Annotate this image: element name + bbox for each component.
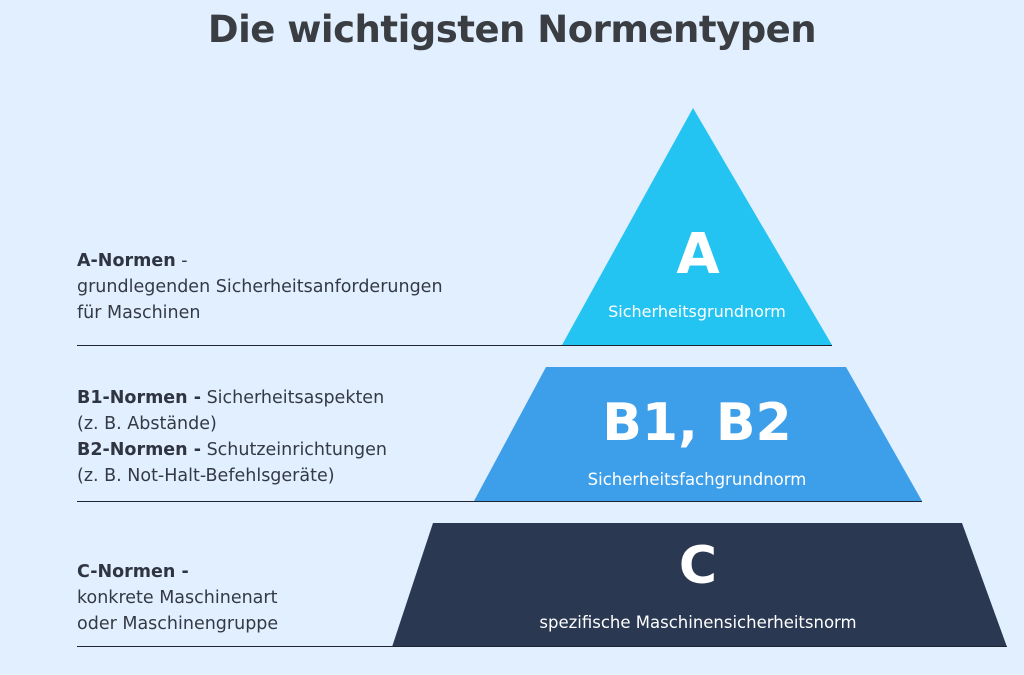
tier-c-shape: [392, 523, 1007, 647]
desc-a-line-1: grundlegenden Sicherheitsanforderungen: [77, 277, 443, 297]
desc-c-heading-line: C-Normen -: [77, 559, 278, 585]
desc-c-heading: C-Normen -: [77, 562, 189, 582]
desc-b1-line-1: B1-Normen - Sicherheitsaspekten: [77, 385, 387, 411]
rule-b: [77, 501, 922, 502]
desc-b1-heading: B1-Normen -: [77, 388, 201, 408]
desc-a: A-Normen - grundlegenden Sicherheitsanfo…: [77, 248, 443, 326]
tier-a-shape: [562, 108, 832, 345]
desc-c-line-2: oder Maschinengruppe: [77, 614, 279, 634]
tier-b-subtitle: Sicherheitsfachgrundnorm: [587, 470, 807, 489]
tier-c-letter: C: [678, 536, 718, 596]
desc-a-heading-suffix: -: [175, 251, 188, 271]
rule-a: [77, 345, 832, 346]
desc-b: B1-Normen - Sicherheitsaspekten (z. B. A…: [77, 385, 387, 489]
tier-c-subtitle: spezifische Maschinensicherheitsnorm: [539, 613, 857, 632]
desc-c-line-1: konkrete Maschinenart: [77, 588, 278, 608]
desc-b1-text: Sicherheitsaspekten: [201, 388, 385, 408]
desc-a-heading-line: A-Normen -: [77, 248, 443, 274]
tier-b-letter: B1, B2: [602, 393, 792, 453]
page-title: Die wichtigsten Normentypen: [207, 8, 817, 51]
desc-a-heading: A-Normen: [77, 251, 176, 271]
desc-b2-heading: B2-Normen -: [77, 440, 201, 460]
desc-b2-line-2: (z. B. Not-Halt-Befehlsgeräte): [77, 466, 335, 486]
desc-b2-line-1: B2-Normen - Schutzeinrichtungen: [77, 437, 387, 463]
tier-b-shape: [474, 367, 922, 501]
desc-b1-line-2: (z. B. Abstände): [77, 414, 217, 434]
tier-a-letter: A: [676, 222, 720, 287]
tier-a-subtitle: Sicherheitsgrundnorm: [608, 302, 786, 321]
desc-c: C-Normen - konkrete Maschinenart oder Ma…: [77, 559, 278, 637]
desc-a-line-2: für Maschinen: [77, 303, 201, 323]
rule-c: [77, 646, 1007, 647]
desc-b2-text: Schutzeinrichtungen: [201, 440, 388, 460]
